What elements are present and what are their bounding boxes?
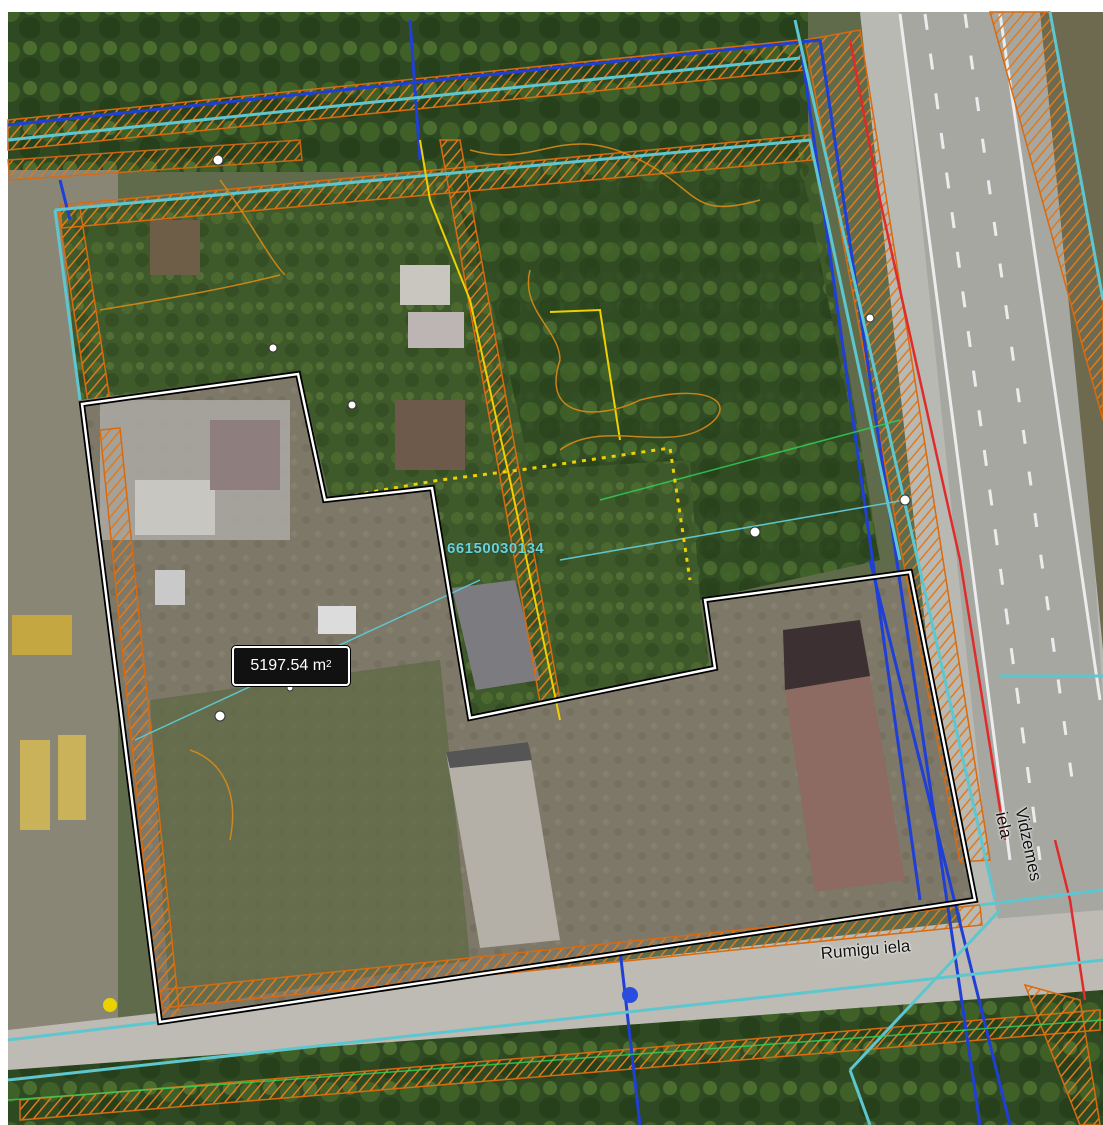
cadastre-lines xyxy=(7,11,1103,1125)
road-markings xyxy=(898,13,1102,861)
yellow-lines xyxy=(324,139,692,721)
utility-node-markers xyxy=(103,987,638,1012)
aerial-imagery xyxy=(8,12,1103,1125)
orange-paths xyxy=(99,143,761,841)
parcel-id-label[interactable]: 66150030134 xyxy=(447,540,545,557)
contour-hatch-bands xyxy=(7,11,1103,1125)
green-lines xyxy=(7,419,1103,1101)
map-markers xyxy=(212,154,911,722)
area-unit-exponent: 2 xyxy=(326,658,332,670)
red-road-boundary xyxy=(848,39,1087,1001)
area-value: 5197.54 m xyxy=(250,657,327,674)
